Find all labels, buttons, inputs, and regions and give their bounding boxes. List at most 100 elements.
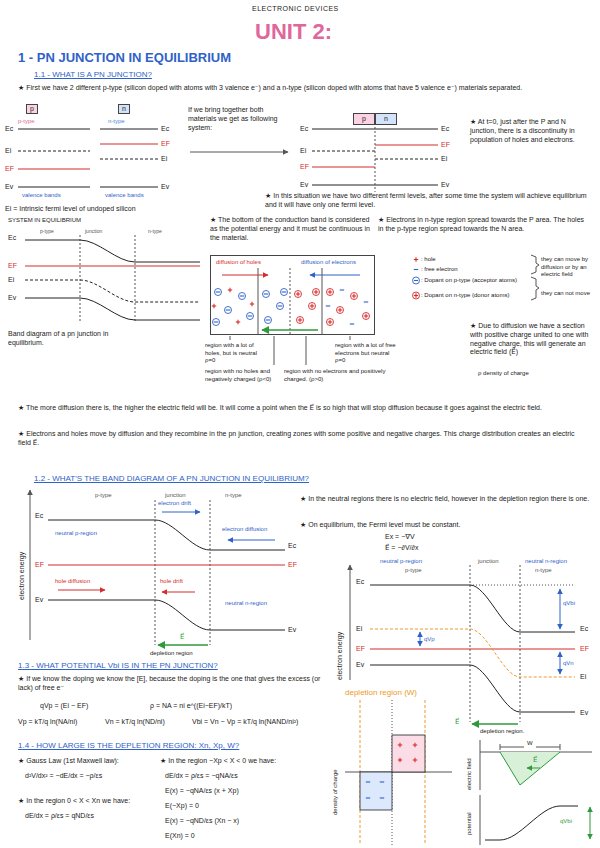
donor-atom bbox=[299, 318, 300, 322]
axis-label: electron energy bbox=[18, 552, 27, 600]
acceptor-atom bbox=[216, 291, 220, 292]
annotation: d²V/dx² = −dE/dx = −ρ/εs bbox=[25, 772, 102, 781]
free-electron bbox=[340, 289, 344, 290]
bracket bbox=[531, 255, 539, 274]
acceptor-sample bbox=[414, 280, 418, 281]
legend-text: : hole bbox=[421, 256, 531, 263]
donor-atom bbox=[365, 314, 366, 318]
conduction-band-edge bbox=[25, 240, 200, 262]
annotation: Ev bbox=[580, 709, 588, 718]
annotation: hole drift bbox=[160, 578, 183, 586]
acceptor-atom bbox=[240, 295, 244, 296]
drift-arrow bbox=[162, 592, 195, 593]
hole bbox=[213, 304, 214, 308]
donor-sample bbox=[415, 293, 416, 297]
potential-arrow bbox=[590, 807, 591, 839]
annotation: Ec bbox=[5, 125, 13, 134]
annotation: Ev bbox=[356, 661, 364, 670]
hole bbox=[229, 288, 230, 292]
region-boundary bbox=[258, 268, 259, 335]
section-heading: 1.2 - WHAT'S THE BAND DIAGRAM OF A PN JU… bbox=[34, 474, 309, 484]
free-electron bbox=[350, 323, 354, 324]
plus-mark bbox=[414, 758, 415, 762]
box-text: n bbox=[122, 105, 126, 113]
annotation: E⃗ bbox=[455, 718, 459, 727]
valence-band-edge bbox=[25, 298, 200, 320]
fermi-level bbox=[25, 266, 200, 267]
n-side-box: n bbox=[375, 113, 397, 125]
donor-atom bbox=[309, 303, 316, 310]
box-text: n bbox=[384, 115, 388, 123]
annotation: E⃗ = −∂V/∂x bbox=[385, 544, 419, 553]
annotation: Ec bbox=[300, 125, 308, 134]
annotation: ★ Due to diffusion we have a section wit… bbox=[470, 322, 592, 357]
annotation: n-type bbox=[148, 228, 162, 234]
annotation: neutral p-region bbox=[55, 530, 97, 538]
intrinsic-level bbox=[312, 151, 375, 152]
region-boundary bbox=[290, 268, 291, 335]
hole-sample bbox=[415, 257, 416, 261]
acceptor-atom bbox=[277, 303, 284, 310]
annotation: they can not move bbox=[541, 290, 596, 298]
valence-band-edge bbox=[312, 185, 375, 186]
annotation: E⃗ bbox=[533, 756, 537, 765]
annotation: Ev bbox=[8, 294, 16, 303]
annotation: region with no holes and negatively char… bbox=[205, 368, 277, 383]
donor-atom bbox=[339, 308, 340, 312]
reference-line bbox=[470, 585, 575, 586]
fermi-level bbox=[375, 145, 438, 146]
axis-label: electric field bbox=[466, 758, 474, 790]
intrinsic-level bbox=[100, 159, 158, 160]
energy-axis bbox=[350, 565, 351, 680]
field-arrow bbox=[158, 644, 208, 645]
annotation: Band diagram of a pn junction in equilib… bbox=[8, 330, 138, 348]
electron-sample bbox=[414, 269, 418, 270]
annotation: EF bbox=[356, 645, 365, 654]
annotation: Ev bbox=[288, 626, 296, 635]
annotation: ★ In the region 0 < X < Xn we have: bbox=[18, 797, 130, 806]
annotation: ★ The more diffusion there is, the highe… bbox=[18, 404, 583, 413]
plus-mark bbox=[399, 758, 400, 762]
junction-line bbox=[470, 565, 471, 722]
conduction-band-edge bbox=[18, 129, 90, 130]
intrinsic-level bbox=[375, 159, 438, 160]
annotation: Vn = kT/q ln(ND/ni) bbox=[105, 718, 165, 727]
annotation: E⃗ bbox=[180, 633, 184, 642]
annotation: EF bbox=[580, 645, 589, 654]
bracket bbox=[531, 277, 539, 300]
dimension-line bbox=[536, 747, 560, 748]
annotation: n-type bbox=[225, 492, 242, 500]
section-heading: 1.4 - HOW LARGE IS THE DEPLETION REGION:… bbox=[18, 741, 239, 751]
annotation: electron drift bbox=[158, 500, 191, 508]
field-triangle bbox=[500, 752, 560, 785]
fermi-level bbox=[312, 167, 375, 168]
annotation: region with a lot of holes, but is neutr… bbox=[205, 342, 265, 365]
annotation: p-type bbox=[95, 492, 112, 500]
plus-mark bbox=[414, 743, 415, 747]
acceptor-atom bbox=[266, 319, 270, 320]
annotation: valence bands bbox=[22, 192, 61, 200]
acceptor-atom bbox=[264, 293, 268, 294]
fermi-level bbox=[370, 649, 575, 650]
annotation: Ei bbox=[300, 147, 306, 156]
leader-line bbox=[230, 336, 231, 340]
annotation: Ec bbox=[8, 234, 16, 243]
annotation: p-type bbox=[40, 228, 54, 234]
annotation: EF bbox=[300, 163, 309, 172]
annotation: qVbi bbox=[560, 818, 572, 826]
conduction-band-edge bbox=[312, 129, 375, 130]
fermi-level bbox=[100, 144, 158, 145]
annotation: EF bbox=[161, 140, 170, 149]
dimension-line bbox=[500, 747, 524, 748]
box-text: diffusion of electrons bbox=[301, 259, 356, 266]
diffusion-arrow bbox=[58, 590, 105, 591]
annotation: SYSTEM IN EQUILIBRIUM bbox=[8, 217, 81, 225]
annotation: qVp bbox=[424, 636, 435, 644]
plus-mark bbox=[399, 743, 400, 747]
annotation: ★ In this situation we have two differen… bbox=[265, 192, 590, 210]
acceptor-atom bbox=[247, 313, 254, 320]
donor-atom bbox=[363, 313, 370, 320]
diffusion-arrow bbox=[222, 275, 268, 276]
donor-atom bbox=[297, 292, 298, 296]
annotation: Ei bbox=[161, 155, 167, 164]
